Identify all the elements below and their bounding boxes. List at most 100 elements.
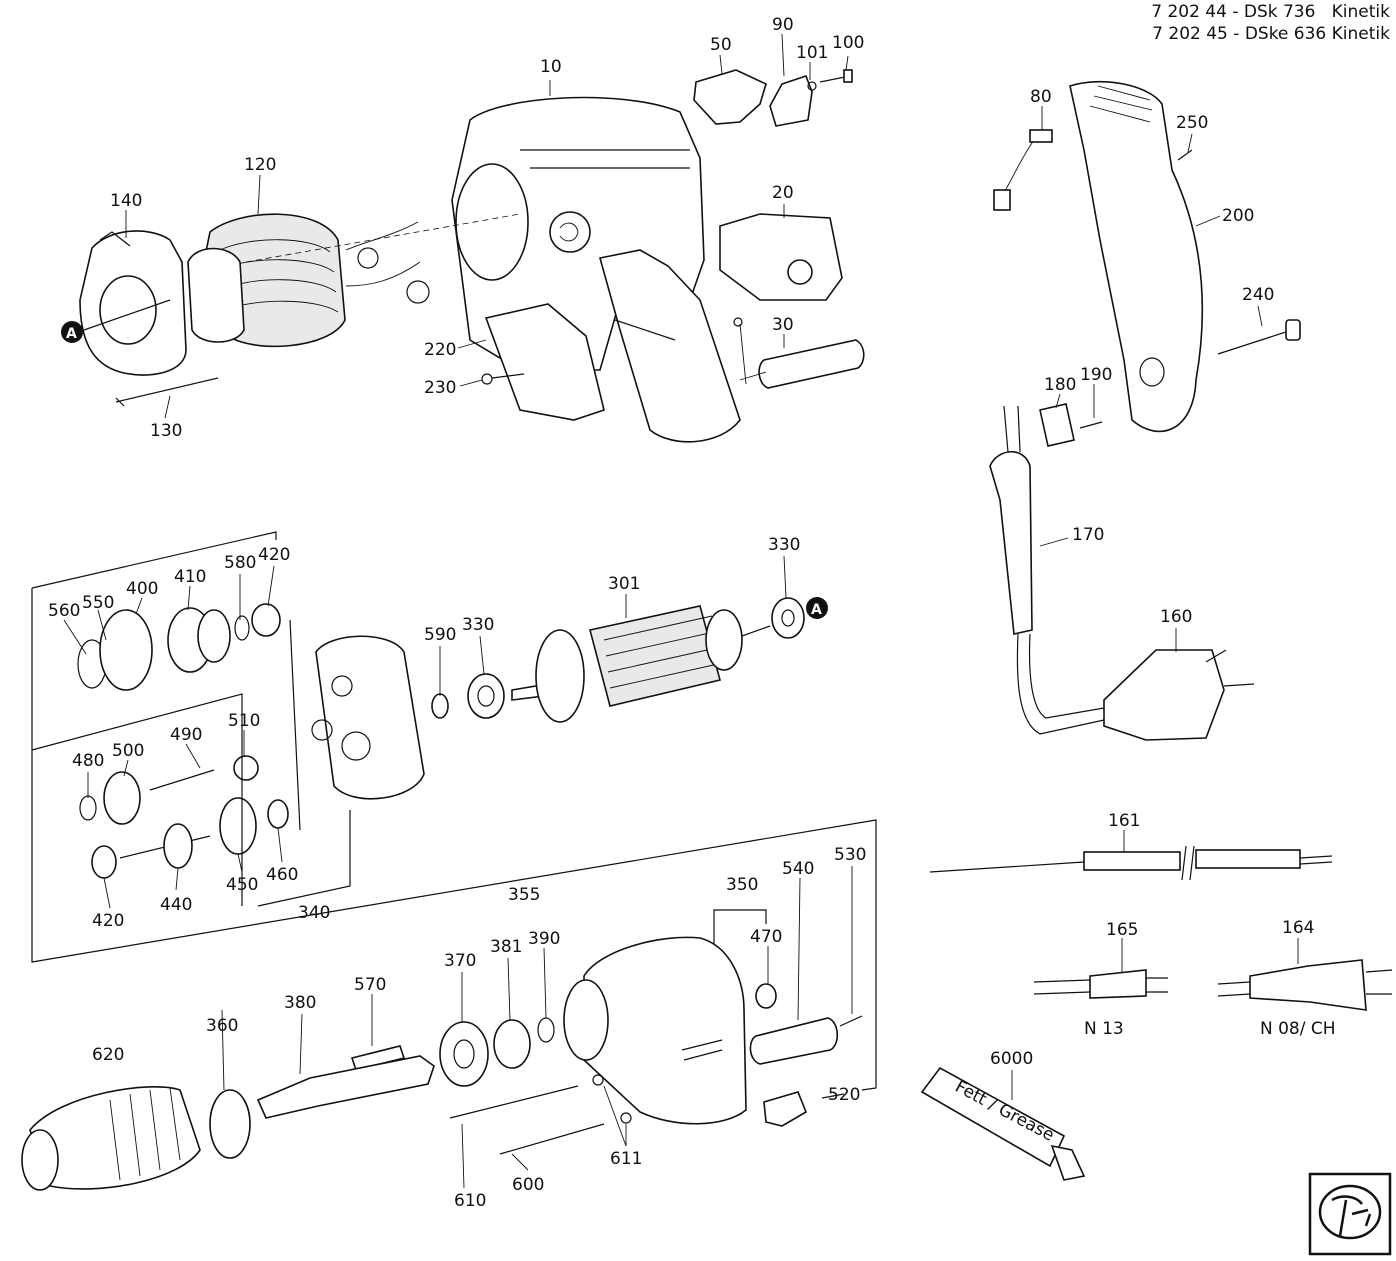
assembly-brackets (31, 531, 877, 1099)
callout-520: 520 (828, 1085, 860, 1105)
callout-101: 101 (796, 43, 828, 63)
part-130-screw (115, 377, 219, 403)
callout-labels: 10 20 30 50 80 90 100 101 120 130 140 16… (48, 15, 1336, 1211)
part-6000-grease-tube: Fett / Grease (920, 1066, 1086, 1181)
part-164-plug-n08 (1217, 959, 1393, 1011)
callout-230: 230 (424, 378, 456, 398)
part-120-field-coil (187, 213, 346, 348)
callout-450: 450 (226, 875, 258, 895)
part-340-gear-housing (311, 635, 425, 800)
part-230-screw (481, 373, 525, 385)
callout-470: 470 (750, 927, 782, 947)
callout-420-bottom: 420 (92, 911, 124, 931)
part-520-lever (763, 1091, 807, 1127)
callout-330-right: 330 (768, 535, 800, 555)
plug-label-n13: N 13 (1084, 1019, 1124, 1039)
callout-500: 500 (112, 741, 144, 761)
callout-611: 611 (610, 1149, 642, 1169)
callout-360: 360 (206, 1016, 238, 1036)
part-180-190-clamp (1039, 403, 1103, 447)
part-90-clamp (769, 74, 813, 127)
callout-350: 350 (726, 875, 758, 895)
svg-text:A: A (811, 602, 822, 618)
callout-170: 170 (1072, 525, 1104, 545)
part-20-switch (719, 213, 843, 301)
part-30-capacitor (733, 317, 865, 389)
part-165-plug-n13 (1033, 969, 1168, 999)
callout-6000: 6000 (990, 1049, 1033, 1069)
callout-130: 130 (150, 421, 182, 441)
part-620-chuck (21, 1086, 201, 1191)
marker-a-right: A (806, 597, 828, 619)
part-10-housing (451, 96, 741, 443)
part-610-600-screws (449, 1074, 632, 1155)
part-250-screw (1177, 149, 1193, 161)
part-240-screw (1217, 319, 1301, 355)
part-200-handle-shell (1069, 80, 1204, 433)
fein-logo (1308, 1172, 1392, 1256)
callout-600: 600 (512, 1175, 544, 1195)
plug-label-n08: N 08/ CH (1260, 1019, 1336, 1039)
leader-lines (63, 33, 1299, 1189)
part-301-armature (511, 597, 805, 723)
callout-50: 50 (710, 35, 732, 55)
part-470-540-530 (749, 983, 863, 1065)
callout-200: 200 (1222, 206, 1254, 226)
callout-330-mid: 330 (462, 615, 494, 635)
callout-580: 580 (224, 553, 256, 573)
part-590-330-bearings (431, 673, 505, 719)
callout-420-top: 420 (258, 545, 290, 565)
callout-100: 100 (832, 33, 864, 53)
callout-165: 165 (1106, 920, 1138, 940)
callout-550: 550 (82, 593, 114, 613)
callout-301: 301 (608, 574, 640, 594)
callout-530: 530 (834, 845, 866, 865)
callout-120: 120 (244, 155, 276, 175)
part-140-fan-guard (79, 230, 187, 376)
callout-510: 510 (228, 711, 260, 731)
callout-160: 160 (1160, 607, 1192, 627)
callout-390: 390 (528, 929, 560, 949)
callout-161: 161 (1108, 811, 1140, 831)
callout-180: 180 (1044, 375, 1076, 395)
callout-340: 340 (298, 903, 330, 923)
callout-610: 610 (454, 1191, 486, 1211)
callout-30: 30 (772, 315, 794, 335)
callout-380: 380 (284, 993, 316, 1013)
callout-190: 190 (1080, 365, 1112, 385)
part-170-cable (989, 405, 1105, 735)
part-160-plug (1103, 649, 1255, 741)
callout-20: 20 (772, 183, 794, 203)
part-100-101-screw (807, 69, 853, 91)
svg-text:A: A (66, 326, 77, 342)
part-50-switch-cover (693, 69, 767, 125)
callout-620: 620 (92, 1045, 124, 1065)
callout-590: 590 (424, 625, 456, 645)
spindle-parts (209, 1017, 555, 1159)
callout-140: 140 (110, 191, 142, 211)
model-line-1: 7 202 44 - DSk 736 Kinetik (1151, 2, 1390, 22)
part-350-gear-head-housing (563, 936, 747, 1125)
callout-560: 560 (48, 601, 80, 621)
wires-and-brushes (245, 213, 521, 304)
part-161-cable-cord (929, 845, 1333, 881)
callout-410: 410 (174, 567, 206, 587)
callout-90: 90 (772, 15, 794, 35)
callout-381: 381 (490, 937, 522, 957)
callout-240: 240 (1242, 285, 1274, 305)
callout-540: 540 (782, 859, 814, 879)
callout-490: 490 (170, 725, 202, 745)
callout-370: 370 (444, 951, 476, 971)
callout-10: 10 (540, 57, 562, 77)
gear-stack-lower (79, 755, 289, 879)
callout-480: 480 (72, 751, 104, 771)
callout-250: 250 (1176, 113, 1208, 133)
callout-440: 440 (160, 895, 192, 915)
callout-460: 460 (266, 865, 298, 885)
callout-220: 220 (424, 340, 456, 360)
marker-a-left: A (61, 299, 171, 343)
callout-400: 400 (126, 579, 158, 599)
gear-stack-upper (77, 603, 281, 691)
callout-80: 80 (1030, 87, 1052, 107)
